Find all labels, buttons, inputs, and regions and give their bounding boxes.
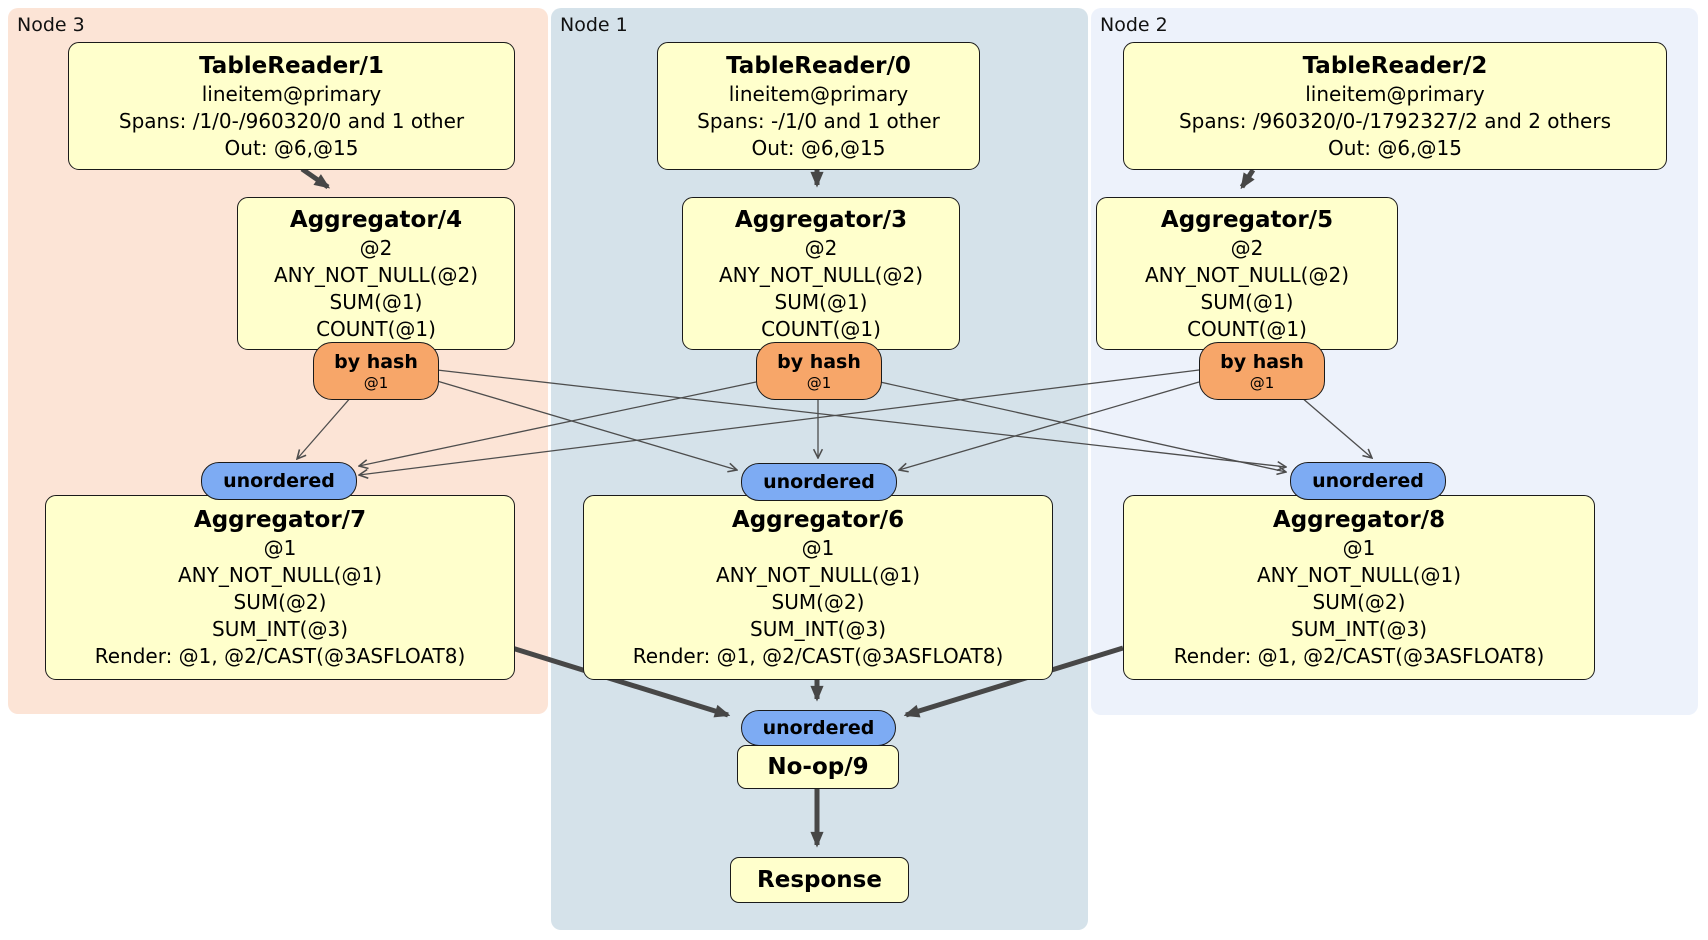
stream-label: unordered (223, 470, 335, 492)
panel-node-1-label: Node 1 (560, 14, 628, 36)
router-by-hash-node1: by hash @1 (756, 342, 882, 400)
box-line: Spans: /1/0-/960320/0 and 1 other (118, 108, 465, 133)
box-line: @2 (804, 235, 838, 260)
panel-node-3-label: Node 3 (17, 14, 85, 36)
box-aggregator-6: Aggregator/6 @1 ANY_NOT_NULL(@1) SUM(@2)… (583, 495, 1053, 680)
box-line: ANY_NOT_NULL(@2) (1145, 262, 1349, 287)
router-key: @1 (1249, 373, 1275, 392)
stream-label: unordered (762, 717, 875, 739)
box-line: Render: @1, @2/CAST(@3ASFLOAT8) (94, 644, 466, 668)
box-line: SUM_INT(@3) (750, 617, 886, 641)
box-title: Aggregator/6 (731, 507, 905, 533)
box-line: SUM_INT(@3) (1291, 617, 1427, 641)
edge-tablereader1-aggregator4 (300, 166, 328, 190)
box-tablereader-0: TableReader/0 lineitem@primary Spans: -/… (657, 42, 980, 170)
router-label: by hash (334, 350, 418, 373)
box-aggregator-5: Aggregator/5 @2 ANY_NOT_NULL(@2) SUM(@1)… (1096, 197, 1398, 350)
edge-router2-stream2 (1300, 396, 1372, 458)
edge-router3-stream3 (297, 395, 353, 459)
edge-tablereader2-aggregator5 (1239, 168, 1256, 187)
router-by-hash-node2: by hash @1 (1199, 342, 1325, 400)
box-line: COUNT(@1) (761, 316, 881, 341)
box-line: COUNT(@1) (1187, 316, 1307, 341)
box-response: Response (730, 857, 909, 903)
box-title: Aggregator/4 (289, 206, 463, 233)
stream-label: unordered (1312, 470, 1424, 492)
router-label: by hash (777, 350, 861, 373)
box-line: @2 (359, 235, 393, 260)
edge-router2-stream1 (899, 381, 1200, 470)
box-line: @1 (1342, 536, 1376, 560)
box-title: Response (757, 867, 882, 893)
box-line: @1 (263, 536, 297, 560)
box-line: SUM(@2) (771, 590, 865, 614)
box-title: Aggregator/5 (1160, 206, 1334, 233)
edge-aggregator8-final-stream (906, 645, 1124, 715)
box-line: @2 (1230, 235, 1264, 260)
box-line: Render: @1, @2/CAST(@3ASFLOAT8) (632, 644, 1004, 668)
box-line: SUM(@1) (1200, 289, 1294, 314)
router-by-hash-node3: by hash @1 (313, 342, 439, 400)
stream-label: unordered (763, 471, 875, 493)
box-line: ANY_NOT_NULL(@1) (178, 563, 382, 587)
box-title: TableReader/1 (199, 52, 384, 79)
box-title: TableReader/2 (1302, 52, 1488, 79)
stream-unordered-final: unordered (741, 710, 896, 746)
box-title: TableReader/0 (726, 52, 911, 79)
router-key: @1 (363, 373, 389, 392)
stream-unordered-node1: unordered (741, 463, 897, 501)
box-tablereader-2: TableReader/2 lineitem@primary Spans: /9… (1123, 42, 1667, 170)
box-title: Aggregator/8 (1272, 507, 1446, 533)
edge-router3-stream1 (436, 380, 737, 470)
edge-aggregator7-final-stream (511, 645, 728, 718)
box-line: lineitem@primary (728, 81, 909, 106)
box-title: Aggregator/7 (193, 507, 367, 533)
router-label: by hash (1220, 350, 1304, 373)
box-title: No-op/9 (767, 754, 869, 780)
stream-unordered-node3: unordered (201, 462, 357, 500)
box-line: lineitem@primary (1305, 81, 1485, 106)
box-tablereader-1: TableReader/1 lineitem@primary Spans: /1… (68, 42, 515, 170)
edge-router3-stream2 (436, 369, 1286, 467)
edge-router2-stream3 (359, 369, 1200, 475)
box-line: Spans: /960320/0-/1792327/2 and 2 others (1178, 108, 1611, 133)
box-line: SUM_INT(@3) (212, 617, 348, 641)
box-line: Out: @6,@15 (1328, 135, 1462, 160)
box-line: ANY_NOT_NULL(@1) (716, 563, 920, 587)
box-line: ANY_NOT_NULL(@2) (719, 262, 923, 287)
box-line: SUM(@2) (233, 590, 327, 614)
panel-node-2-label: Node 2 (1100, 14, 1168, 36)
box-line: Spans: -/1/0 and 1 other (697, 108, 940, 133)
box-line: lineitem@primary (201, 81, 382, 106)
box-line: @1 (801, 536, 835, 560)
box-aggregator-8: Aggregator/8 @1 ANY_NOT_NULL(@1) SUM(@2)… (1123, 495, 1595, 680)
box-line: Out: @6,@15 (224, 135, 359, 160)
router-key: @1 (806, 373, 832, 392)
box-noop-9: No-op/9 (737, 745, 899, 789)
box-line: SUM(@1) (329, 289, 423, 314)
box-line: ANY_NOT_NULL(@2) (274, 262, 478, 287)
stream-unordered-node2: unordered (1290, 462, 1446, 500)
box-line: COUNT(@1) (316, 316, 436, 341)
box-aggregator-7: Aggregator/7 @1 ANY_NOT_NULL(@1) SUM(@2)… (45, 495, 515, 680)
box-line: Out: @6,@15 (751, 135, 886, 160)
box-line: SUM(@2) (1312, 590, 1406, 614)
box-line: SUM(@1) (774, 289, 868, 314)
box-aggregator-4: Aggregator/4 @2 ANY_NOT_NULL(@2) SUM(@1)… (237, 197, 515, 350)
edge-router1-stream2 (879, 381, 1286, 472)
box-aggregator-3: Aggregator/3 @2 ANY_NOT_NULL(@2) SUM(@1)… (682, 197, 960, 350)
edge-router1-stream3 (359, 381, 757, 466)
box-line: ANY_NOT_NULL(@1) (1257, 563, 1461, 587)
box-line: Render: @1, @2/CAST(@3ASFLOAT8) (1173, 644, 1545, 668)
box-title: Aggregator/3 (734, 206, 908, 233)
